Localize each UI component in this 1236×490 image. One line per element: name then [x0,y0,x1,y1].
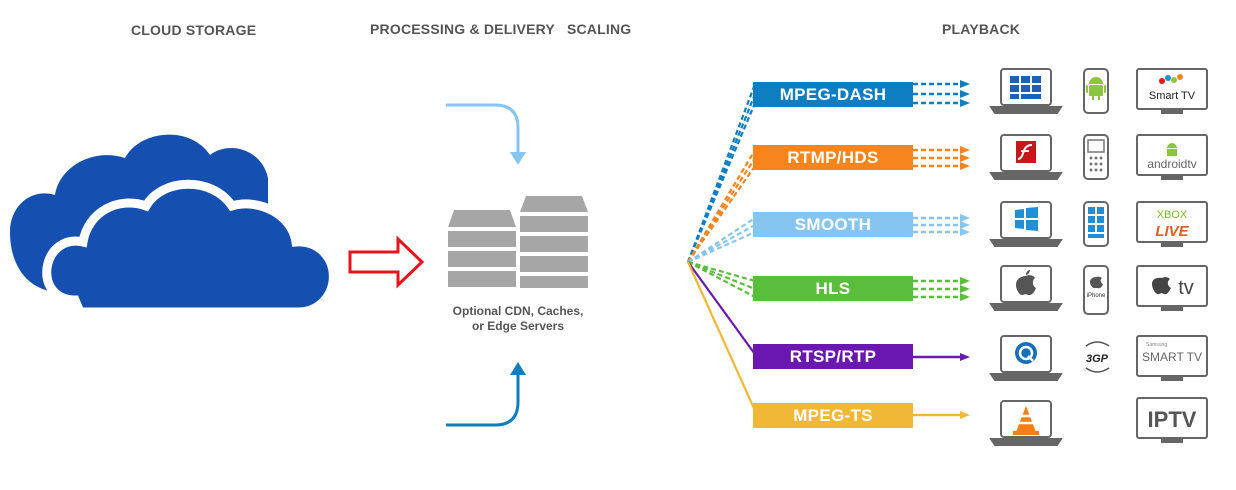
distribution-fan [686,83,759,416]
windows-phone-icon [1083,201,1109,247]
protocol-mpeg-ts: MPEG-TS [753,403,913,428]
flash-icon [1016,141,1036,163]
protocol-rtsp-rtp: RTSP/RTP [753,344,913,369]
iphone-apple-icon [1090,276,1103,289]
protocol-mpeg-dash: MPEG-DASH [753,82,913,107]
samsung-label: Samsung [1146,342,1167,348]
apple-tv-logo-icon [1152,277,1171,295]
incoming-bottom-arrow [446,362,526,427]
server-stack-right-icon [520,196,588,288]
output-arrows [913,80,970,419]
apple-tv-label: tv [1178,277,1194,299]
laptop-icon-6 [989,400,1063,446]
live-label: LIVE [1155,223,1189,240]
protocol-rtmp-hds: RTMP/HDS [753,145,913,170]
laptop-icon-1 [989,68,1063,114]
windows-tiles-screen-icon [1010,76,1041,99]
header-cloud-storage: CLOUD STORAGE [131,22,257,38]
blackberry-keys-icon [1087,139,1105,172]
iphone-label: iPhone [1087,293,1106,299]
3gp-logo-icon: 3GP [1086,353,1109,365]
cdn-caption-line-1: Optional CDN, Caches, [452,304,584,318]
xbox-label: XBOX [1157,209,1188,221]
apple-logo-icon [1016,270,1036,296]
incoming-top-arrow [446,103,526,165]
phone-icons [1083,68,1109,315]
cdn-caption-line-2: or Edge Servers [471,319,565,333]
androidtv-robot-icon [1167,143,1177,156]
smart-tv-label: Smart TV [1149,90,1196,102]
server-stack-left-icon [448,210,516,287]
upload-arrow-icon [348,235,425,289]
laptop-icon-3 [989,201,1063,247]
smart-tv-dots-icon [1159,74,1183,84]
laptop-icon-5 [989,335,1063,381]
laptop-icon-2 [989,134,1063,180]
windows-logo-icon [1015,207,1038,231]
android-robot-icon [1086,77,1106,100]
windows-phone-tiles-icon [1088,207,1104,238]
header-processing-delivery-scaling: PROCESSING & DELIVERY SCALING [370,21,632,37]
vlc-cone-icon [1013,406,1039,435]
iptv-label: IPTV [1148,407,1197,432]
header-playback: PLAYBACK [942,21,1021,37]
cloud-storage-icon [10,134,338,317]
iptv-icon [1136,397,1208,443]
3gp-swoosh-icon [1085,341,1110,373]
laptop-icon-4 [989,265,1063,311]
androidtv-label: androidtv [1147,157,1196,171]
android-phone-icon [1083,68,1109,114]
cdn-caption: Optional CDN, Caches, or Edge Servers [428,304,608,334]
samsung-smart-tv-label: SMART TV [1142,350,1202,364]
apple-tv-icon [1136,265,1208,311]
protocol-smooth: SMOOTH [753,212,913,237]
tv-icons [1136,68,1208,443]
quicktime-icon [1015,342,1037,364]
protocol-hls: HLS [753,276,913,301]
samsung-smart-tv-icon [1136,335,1208,381]
blackberry-phone-icon [1083,134,1109,180]
iphone-icon [1083,265,1109,315]
smart-tv-icon [1136,68,1208,114]
xbox-live-icon [1136,201,1208,247]
laptop-icons [989,68,1063,446]
